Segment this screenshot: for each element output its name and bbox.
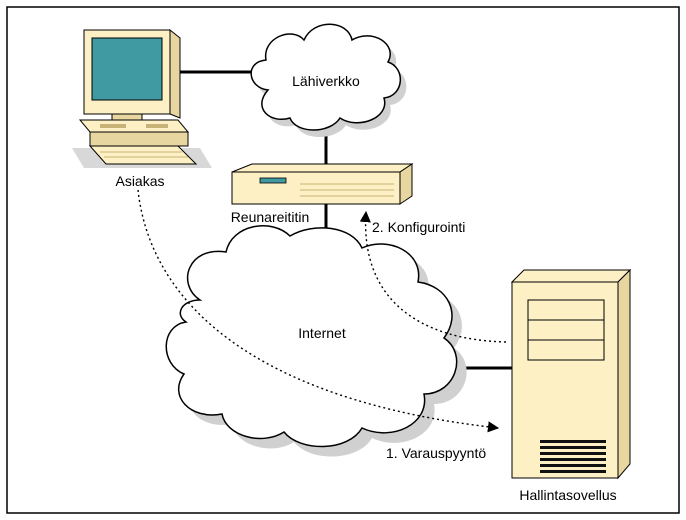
management-server-icon [510, 268, 632, 480]
management-app-label: Hallintasovellus [519, 487, 616, 503]
internet-cloud-icon [165, 225, 467, 457]
lan-cloud-icon [250, 23, 407, 137]
configuration-arrow [359, 210, 507, 343]
client-computer-icon [72, 28, 212, 168]
configuration-step-label: 2. Konfigurointi [372, 219, 465, 235]
reservation-request-arrow [137, 189, 500, 433]
lan-label: Lähiverkko [292, 73, 360, 89]
internet-label: Internet [298, 325, 346, 341]
edge-router-label: Reunareititin [231, 209, 310, 225]
client-label: Asiakas [115, 173, 164, 189]
edge-router-icon [231, 163, 414, 205]
reservation-step-label: 1. Varauspyyntö [386, 445, 486, 461]
